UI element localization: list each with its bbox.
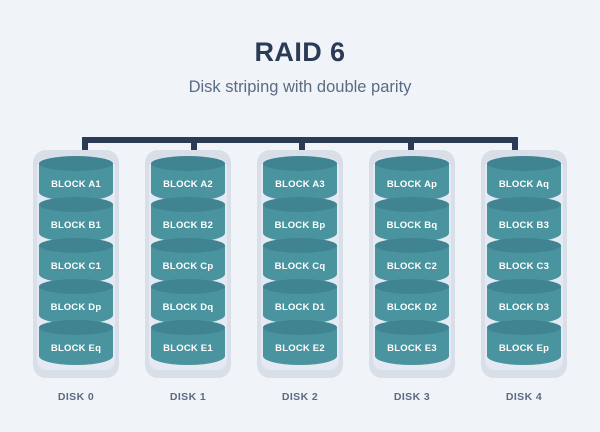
block-label: BLOCK Ap (386, 178, 438, 190)
disk-3[interactable]: BLOCK Ap BLOCK Bq BLOCK C2 (369, 150, 455, 403)
cylinder-top-icon (487, 238, 561, 253)
cylinder-top-icon (263, 279, 337, 294)
disk-0[interactable]: BLOCK A1 BLOCK B1 BLOCK C1 (33, 150, 119, 403)
diagram-header: RAID 6 Disk striping with double parity (0, 37, 600, 96)
disk-3-block-3[interactable]: BLOCK D2 (375, 279, 449, 331)
disk-0-block-2[interactable]: BLOCK C1 (39, 238, 113, 290)
cylinder-top-icon (151, 156, 225, 171)
block-label: BLOCK A2 (163, 178, 213, 190)
cylinder-top-icon (263, 197, 337, 212)
block-label: BLOCK Cq (274, 260, 326, 272)
cylinder-top-icon (375, 238, 449, 253)
block-label: BLOCK E3 (387, 342, 437, 354)
disk-4-block-3[interactable]: BLOCK D3 (487, 279, 561, 331)
block-label: BLOCK B2 (162, 219, 214, 231)
disk-0-label: DISK 0 (57, 391, 95, 403)
disk-3-label: DISK 3 (393, 391, 431, 403)
cylinder-top-icon (375, 320, 449, 335)
disk-4-block-2[interactable]: BLOCK C3 (487, 238, 561, 290)
disk-2[interactable]: BLOCK A3 BLOCK Bp BLOCK Cq (257, 150, 343, 403)
disk-3-block-2[interactable]: BLOCK C2 (375, 238, 449, 290)
block-label: BLOCK Dq (162, 301, 214, 313)
cylinder-top-icon (39, 197, 113, 212)
disk-3-block-1[interactable]: BLOCK Bq (375, 197, 449, 249)
cylinder-top-icon (375, 197, 449, 212)
block-label: BLOCK D1 (274, 301, 326, 313)
disk-0-block-4[interactable]: BLOCK Eq (39, 320, 113, 372)
disk-4-label: DISK 4 (505, 391, 543, 403)
block-label: BLOCK Bp (274, 219, 326, 231)
disk-4-block-4[interactable]: BLOCK Ep (487, 320, 561, 372)
cylinder-top-icon (39, 279, 113, 294)
disk-4-block-1[interactable]: BLOCK B3 (487, 197, 561, 249)
block-label: BLOCK Cp (162, 260, 214, 272)
disk-2-block-4[interactable]: BLOCK E2 (263, 320, 337, 372)
block-label: BLOCK Eq (50, 342, 102, 354)
page-title: RAID 6 (254, 37, 346, 67)
page-subtitle: Disk striping with double parity (188, 77, 412, 96)
disk-4-block-0[interactable]: BLOCK Aq (487, 156, 561, 208)
cylinder-top-icon (487, 197, 561, 212)
cylinder-top-icon (151, 320, 225, 335)
block-label: BLOCK Bq (386, 219, 438, 231)
disk-0-block-0[interactable]: BLOCK A1 (39, 156, 113, 208)
disk-1-block-stack: BLOCK A2 BLOCK B2 BLOCK Cp (151, 156, 225, 372)
block-label: BLOCK Aq (498, 178, 550, 190)
block-label: BLOCK D3 (498, 301, 550, 313)
disk-row: BLOCK A1 BLOCK B1 BLOCK C1 (33, 150, 567, 403)
disk-0-block-3[interactable]: BLOCK Dp (39, 279, 113, 331)
disk-0-block-stack: BLOCK A1 BLOCK B1 BLOCK C1 (39, 156, 113, 372)
disk-1-block-0[interactable]: BLOCK A2 (151, 156, 225, 208)
disk-3-block-stack: BLOCK Ap BLOCK Bq BLOCK C2 (375, 156, 449, 372)
disk-2-label: DISK 2 (281, 391, 319, 403)
block-label: BLOCK B3 (498, 219, 550, 231)
cylinder-top-icon (39, 238, 113, 253)
cylinder-top-icon (487, 279, 561, 294)
block-label: BLOCK E1 (163, 342, 213, 354)
block-label: BLOCK C1 (50, 260, 102, 272)
disk-4-block-stack: BLOCK Aq BLOCK B3 BLOCK C3 (487, 156, 561, 372)
disk-1-block-4[interactable]: BLOCK E1 (151, 320, 225, 372)
disk-1-block-3[interactable]: BLOCK Dq (151, 279, 225, 331)
disk-2-block-1[interactable]: BLOCK Bp (263, 197, 337, 249)
disk-0-enclosure: BLOCK A1 BLOCK B1 BLOCK C1 (33, 150, 119, 378)
cylinder-top-icon (487, 320, 561, 335)
disk-1-enclosure: BLOCK A2 BLOCK B2 BLOCK Cp (145, 150, 231, 378)
block-label: BLOCK E2 (275, 342, 325, 354)
cylinder-top-icon (487, 156, 561, 171)
cylinder-top-icon (263, 320, 337, 335)
disk-2-block-stack: BLOCK A3 BLOCK Bp BLOCK Cq (263, 156, 337, 372)
disk-3-block-4[interactable]: BLOCK E3 (375, 320, 449, 372)
cylinder-top-icon (151, 279, 225, 294)
cylinder-top-icon (375, 279, 449, 294)
disk-4[interactable]: BLOCK Aq BLOCK B3 BLOCK C3 (481, 150, 567, 403)
cylinder-top-icon (39, 156, 113, 171)
cylinder-top-icon (39, 320, 113, 335)
disk-3-enclosure: BLOCK Ap BLOCK Bq BLOCK C2 (369, 150, 455, 378)
block-label: BLOCK D2 (386, 301, 438, 313)
block-label: BLOCK B1 (50, 219, 102, 231)
cylinder-top-icon (263, 238, 337, 253)
disk-2-block-2[interactable]: BLOCK Cq (263, 238, 337, 290)
disk-1-block-2[interactable]: BLOCK Cp (151, 238, 225, 290)
cylinder-top-icon (151, 238, 225, 253)
disk-1[interactable]: BLOCK A2 BLOCK B2 BLOCK Cp (145, 150, 231, 403)
block-label: BLOCK A3 (275, 178, 325, 190)
disk-1-label: DISK 1 (169, 391, 207, 403)
block-label: BLOCK A1 (51, 178, 101, 190)
block-label: BLOCK C3 (498, 260, 550, 272)
disk-0-block-1[interactable]: BLOCK B1 (39, 197, 113, 249)
disk-2-block-3[interactable]: BLOCK D1 (263, 279, 337, 331)
block-label: BLOCK Ep (498, 342, 550, 354)
disk-4-enclosure: BLOCK Aq BLOCK B3 BLOCK C3 (481, 150, 567, 378)
disk-2-enclosure: BLOCK A3 BLOCK Bp BLOCK Cq (257, 150, 343, 378)
block-label: BLOCK Dp (50, 301, 102, 313)
cylinder-top-icon (151, 197, 225, 212)
block-label: BLOCK C2 (386, 260, 438, 272)
disk-1-block-1[interactable]: BLOCK B2 (151, 197, 225, 249)
